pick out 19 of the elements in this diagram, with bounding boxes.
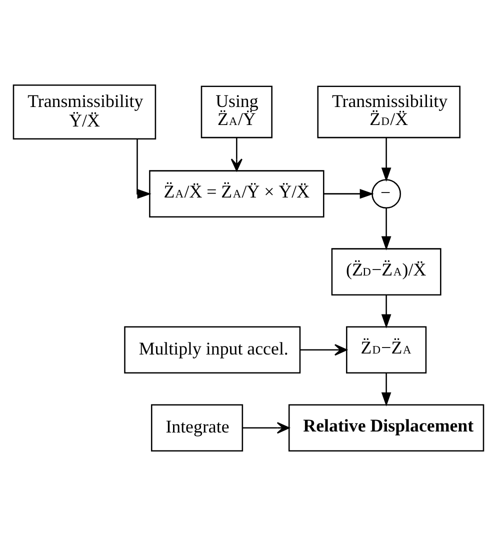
node-box: Transmissibility Ÿ/Ẍ — [12, 84, 156, 140]
arrow — [381, 138, 392, 182]
node-circle: − — [372, 179, 401, 209]
arrow — [136, 139, 152, 199]
arrow — [242, 422, 290, 434]
arrow — [324, 188, 374, 199]
node-box: Transmissibility Z̈D/Ẍ — [317, 86, 460, 138]
node-box: Multiply input accel. — [124, 326, 301, 374]
node-box: Z̈A/Ẍ = Z̈A/Ÿ × Ÿ/Ẍ — [149, 170, 324, 218]
arrow — [230, 138, 242, 172]
arrow — [381, 295, 392, 328]
arrow — [300, 344, 348, 356]
node-box: Using Z̈A/Ÿ — [200, 86, 272, 138]
arrow — [381, 208, 392, 250]
node-box: Relative Displacement — [288, 404, 484, 452]
node-box: Integrate — [150, 404, 244, 452]
arrow — [381, 373, 392, 406]
node-box: (Z̈D−Z̈A)/Ẍ — [331, 248, 442, 296]
node-box: Z̈D−Z̈A — [346, 326, 427, 374]
